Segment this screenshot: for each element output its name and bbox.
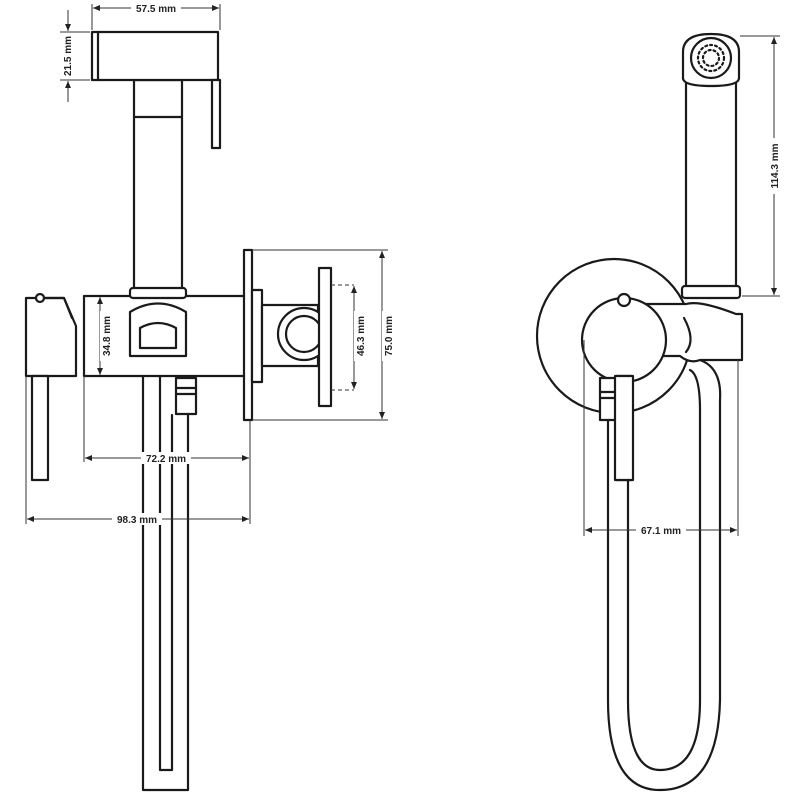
hose-front	[606, 358, 722, 792]
dim-plate-height: 75.0 mm	[384, 316, 395, 356]
handset-front	[684, 80, 738, 290]
holder-clip-side	[128, 302, 188, 358]
dim-body-height: 34.8 mm	[102, 316, 113, 356]
wall-plate-side	[242, 248, 254, 422]
front-dimensions: 114.3 mm 67.1 mm	[583, 35, 781, 537]
side-dimensions: 57.5 mm 21.5 mm 34.8 mm 46.3 mm 75.0 mm …	[25, 2, 395, 526]
dim-body-depth: 72.2 mm	[146, 454, 186, 465]
dim-front-width: 67.1 mm	[641, 526, 681, 537]
handset-side	[132, 78, 184, 292]
front-view	[535, 32, 744, 792]
dim-spray-width: 57.5 mm	[136, 4, 176, 15]
mixer-body-front	[580, 296, 668, 384]
dim-holder-spacing: 46.3 mm	[356, 316, 367, 356]
side-view	[24, 30, 354, 792]
dim-handset-length: 114.3 mm	[770, 143, 781, 188]
hose-connector-side	[174, 376, 198, 416]
spray-head-side	[90, 30, 220, 82]
hose-side	[141, 363, 190, 792]
dim-overall-depth: 98.3 mm	[117, 515, 157, 526]
dim-spray-height: 21.5 mm	[63, 36, 74, 76]
